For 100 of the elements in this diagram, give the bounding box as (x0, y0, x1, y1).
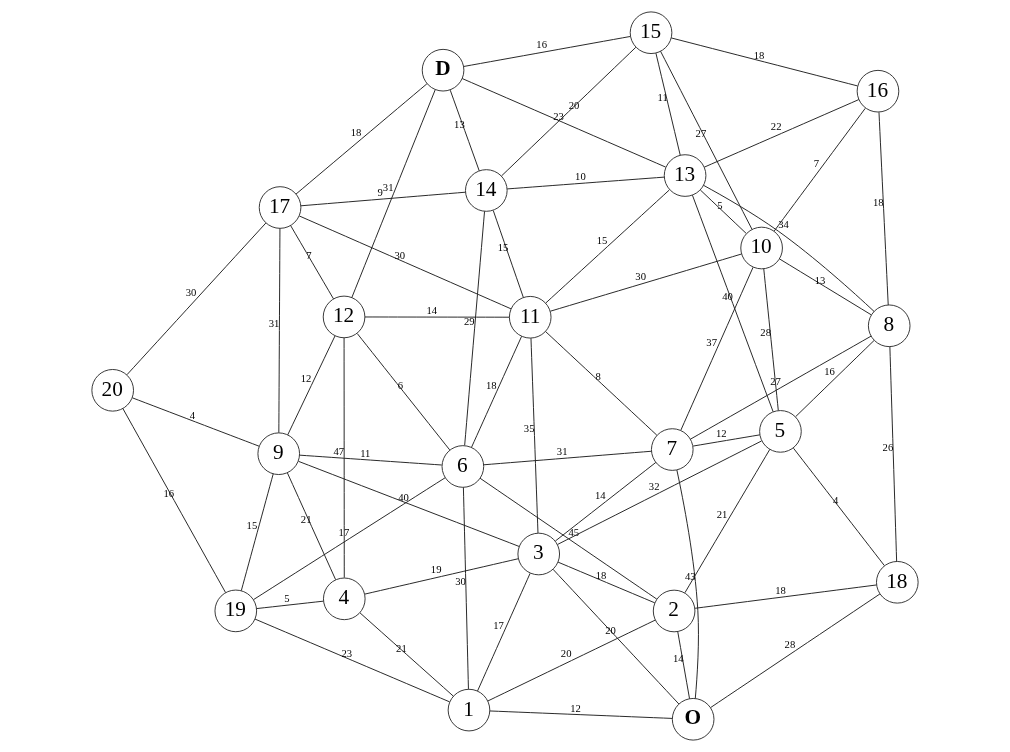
connector (364, 316, 510, 318)
connector (287, 472, 337, 581)
connector (530, 337, 539, 534)
edge-label: 17 (493, 620, 504, 632)
connector (287, 335, 336, 436)
edge-label: 16 (536, 39, 547, 51)
edge-label: 15 (596, 234, 608, 246)
node-circle: O (671, 697, 715, 741)
node-circle: 6 (441, 445, 485, 488)
edge-label: 27 (770, 375, 781, 387)
edge-label: 19 (430, 564, 442, 576)
connector (557, 561, 656, 604)
connector (489, 710, 673, 719)
edge-label: 40 (398, 491, 409, 503)
edge-label: 5 (717, 199, 723, 211)
connector (471, 335, 523, 448)
edge-label: 28 (784, 638, 796, 650)
edge-label: 30 (185, 286, 197, 298)
node-circle: 18 (876, 560, 919, 604)
connector (694, 584, 877, 609)
connector (463, 35, 631, 67)
node-circle: 12 (322, 295, 366, 339)
edge-label: 16 (163, 488, 175, 500)
connector (691, 194, 774, 413)
edge-label: 30 (635, 270, 647, 282)
connector (889, 346, 898, 562)
connector (684, 448, 771, 594)
edge-label: 28 (760, 327, 772, 339)
node-circle: 17 (258, 186, 302, 229)
edge-label: 14 (426, 304, 438, 316)
edge-label: 21 (396, 642, 407, 654)
connector (506, 176, 665, 190)
edge-label: 31 (268, 318, 280, 330)
edge-label: 5 (284, 592, 290, 604)
edge-label: 18 (775, 584, 786, 596)
node-circle: 2 (652, 589, 696, 633)
edge-label: 18 (872, 196, 884, 208)
edge-label: 20 (568, 99, 580, 111)
connector (557, 440, 762, 545)
connector (122, 408, 226, 593)
connector (256, 600, 324, 610)
connector (501, 46, 637, 177)
edge-label: 14 (595, 489, 606, 501)
edge-label: 18 (350, 126, 362, 138)
edge-label: 7 (306, 250, 312, 262)
edge-label: 31 (556, 445, 568, 457)
edge-label: 9 (377, 186, 383, 198)
edge-label: 13 (454, 118, 465, 130)
connector (660, 50, 753, 230)
edge-label: 23 (341, 648, 353, 660)
edge-label: 21 (300, 514, 312, 526)
connector (483, 450, 652, 466)
connector (300, 191, 466, 207)
connector (253, 477, 446, 601)
edge-label: 40 (722, 291, 733, 303)
connector (699, 189, 747, 234)
connector (295, 83, 428, 195)
connector (795, 339, 875, 418)
connector (364, 558, 519, 595)
node-circle: 16 (856, 69, 900, 113)
edge-label: 37 (706, 336, 717, 348)
edge-label: 7 (813, 157, 820, 169)
connector (545, 331, 658, 436)
edge-label: 45 (568, 526, 580, 538)
connector (545, 189, 670, 304)
connector (492, 210, 524, 298)
connector (554, 461, 657, 542)
connector (298, 215, 512, 310)
edge-label: 26 (882, 441, 894, 453)
connector (462, 486, 469, 690)
node-circle: 20 (91, 369, 134, 412)
connector (655, 52, 681, 156)
connector (299, 454, 443, 466)
connector (549, 253, 742, 312)
edge-label: 31 (382, 181, 394, 193)
edge-label: 12 (715, 428, 727, 440)
node-circle: D (421, 48, 465, 92)
edge-label: 23 (553, 110, 564, 122)
connector (449, 89, 480, 172)
connector (356, 333, 451, 451)
node-circle: 7 (650, 428, 694, 471)
connector (690, 335, 872, 440)
edge-label: 30 (394, 250, 406, 262)
connector (351, 89, 436, 299)
edge-label: 29 (463, 316, 475, 328)
node-circle: 15 (629, 11, 673, 55)
node-circle: 14 (465, 169, 508, 212)
connector (676, 469, 699, 699)
node-circle: 8 (867, 304, 911, 348)
edge-label: 15 (497, 241, 509, 253)
connector (670, 37, 858, 87)
edge-label: 16 (824, 366, 835, 378)
node-circle: 4 (322, 577, 366, 621)
edge-label: 4 (189, 409, 196, 421)
edge-label: 18 (595, 570, 607, 582)
edge-label: 21 (716, 508, 728, 520)
connector (692, 434, 761, 447)
node-circle: 11 (508, 295, 552, 339)
connector (126, 222, 267, 376)
connector (359, 612, 454, 697)
